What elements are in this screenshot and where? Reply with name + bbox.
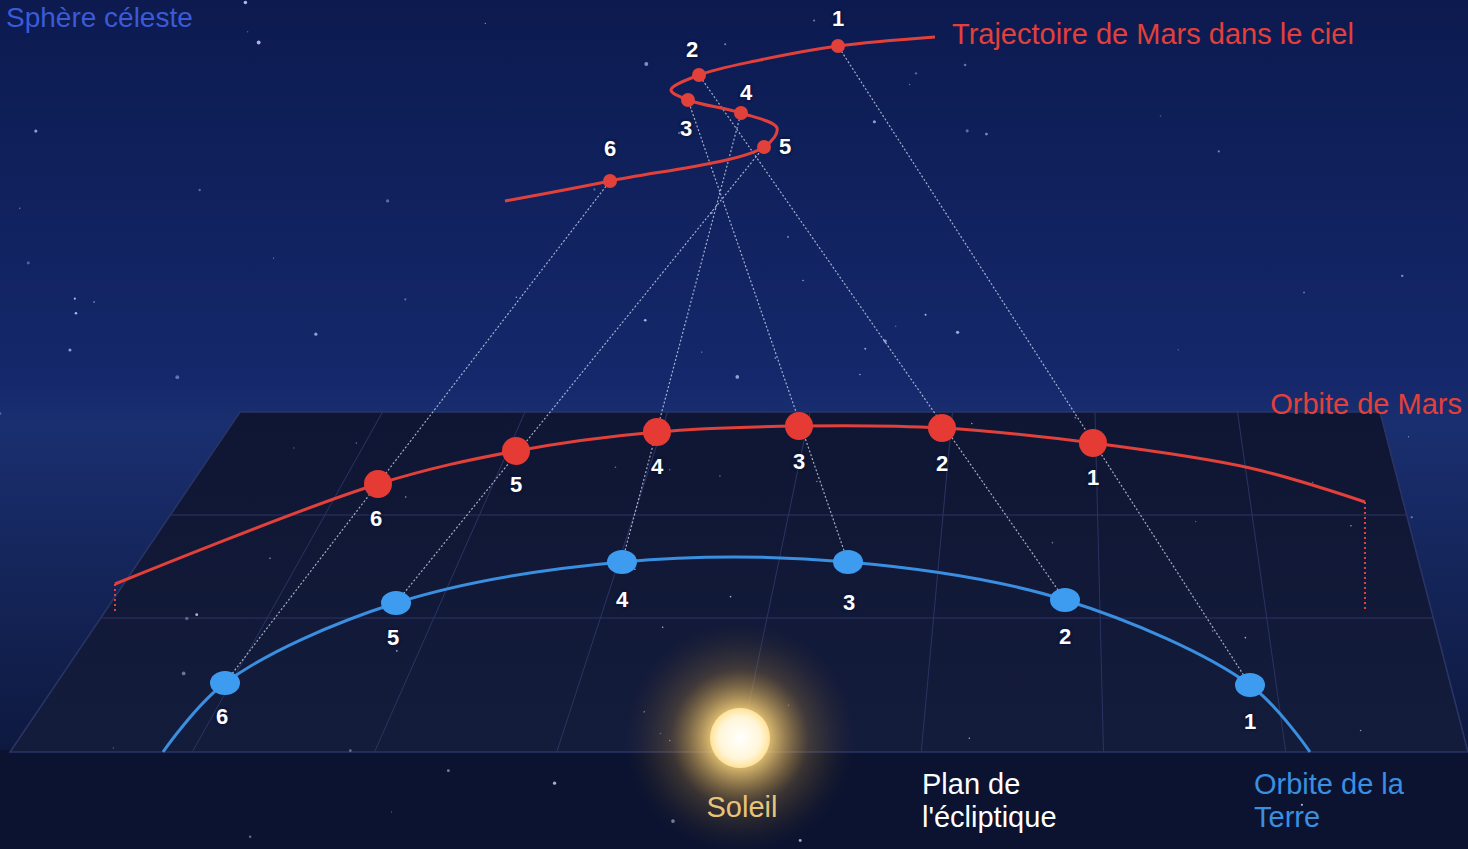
callout-number: 6 <box>604 136 616 161</box>
callout-number: 2 <box>936 451 948 476</box>
sight-lines <box>225 46 1250 685</box>
callout-number: 4 <box>651 454 663 479</box>
mars-sky-path-label: Trajectoire de Mars dans le ciel <box>952 18 1354 51</box>
callout-number: 5 <box>510 472 522 497</box>
callout-number: 2 <box>686 37 698 62</box>
callout-number: 6 <box>216 704 228 729</box>
mars-orbit <box>115 426 1365 584</box>
mars-orbit-drop <box>114 584 116 612</box>
callout-number: 3 <box>680 116 692 141</box>
sun <box>710 708 770 768</box>
mars-orbit-drop <box>1364 502 1366 610</box>
mars-sky-path <box>505 37 935 201</box>
mars-orbit-label: Orbite de Mars <box>1270 388 1462 421</box>
sun-label: Soleil <box>707 791 778 824</box>
callout-number: 3 <box>793 449 805 474</box>
callout-number: 4 <box>616 587 628 612</box>
callout-number: 6 <box>370 506 382 531</box>
sun-glow <box>625 623 855 849</box>
callout-number: 3 <box>843 590 855 615</box>
celestial-sphere-label: Sphère céleste <box>6 2 193 34</box>
callout-number: 1 <box>1087 465 1099 490</box>
callout-number: 2 <box>1059 624 1071 649</box>
callout-number: 4 <box>740 80 752 105</box>
callout-number: 5 <box>779 134 791 159</box>
ecliptic-plane-label: Plan de l'écliptique <box>922 768 1122 835</box>
planet-dots <box>210 39 1265 697</box>
callout-number: 1 <box>1244 709 1256 734</box>
earth-orbit-label: Orbite de la Terre <box>1254 768 1462 835</box>
callout-number: 5 <box>387 625 399 650</box>
callout-number: 1 <box>832 6 844 31</box>
